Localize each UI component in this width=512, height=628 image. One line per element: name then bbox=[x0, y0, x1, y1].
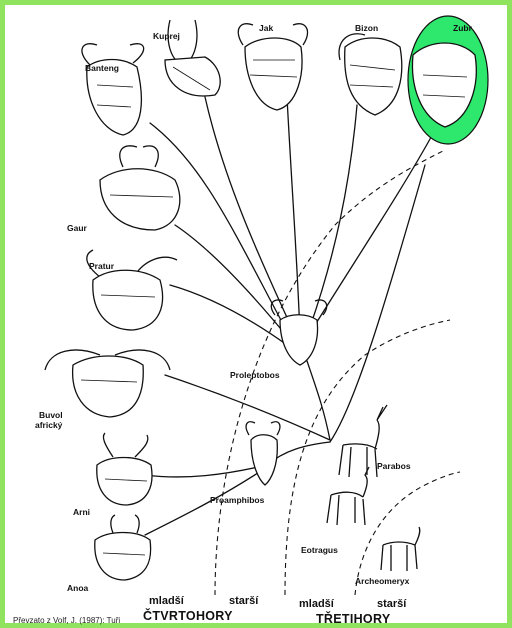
label-proamphibos: Proamphibos bbox=[210, 495, 264, 505]
banteng-head-illustration bbox=[82, 44, 144, 135]
arni-head-illustration bbox=[97, 433, 152, 505]
branch-kuprej bbox=[205, 97, 295, 335]
label-anoa: Anoa bbox=[67, 583, 88, 593]
branch-main-trunk bbox=[330, 165, 425, 442]
era-label-ctvrtohory: ČTVRTOHORY bbox=[143, 609, 233, 623]
label-buvol-line1: Buvol bbox=[39, 410, 63, 420]
jak-head-illustration bbox=[238, 24, 307, 110]
label-jak: Jak bbox=[259, 23, 273, 33]
bizon-head-illustration bbox=[339, 34, 402, 115]
label-arni: Arni bbox=[73, 507, 90, 517]
label-gaur: Gaur bbox=[67, 223, 87, 233]
proamphibos-skull-illustration bbox=[246, 422, 280, 485]
label-kuprej: Kuprej bbox=[153, 31, 180, 41]
label-buvol-line2: africký bbox=[35, 420, 62, 430]
label-zubr: Zubr bbox=[453, 23, 472, 33]
branch-gaur bbox=[175, 225, 290, 340]
branch-buvol bbox=[165, 375, 330, 440]
label-bizon: Bizon bbox=[355, 23, 378, 33]
eotragus-animal-illustration bbox=[327, 467, 369, 525]
branch-arni bbox=[145, 465, 267, 477]
label-banteng: Banteng bbox=[85, 63, 119, 73]
source-credit: Převzato z Volf, J. (1987): Tuři bbox=[13, 616, 120, 625]
label-archeomeryx: Archeomeryx bbox=[355, 576, 409, 586]
zubr-head-illustration bbox=[408, 16, 488, 144]
label-parabos: Parabos bbox=[377, 461, 411, 471]
archeomeryx-animal-illustration bbox=[381, 527, 420, 571]
branch-jak bbox=[287, 97, 300, 335]
label-eotragus: Eotragus bbox=[301, 545, 338, 555]
anoa-head-illustration bbox=[95, 515, 151, 580]
era-label-mladsi-quaternary: mladší bbox=[149, 595, 184, 607]
era-label-mladsi-tertiary: mladší bbox=[299, 598, 334, 610]
era-label-tretihory: TŘETIHORY bbox=[316, 612, 390, 626]
phylogeny-tree bbox=[5, 5, 507, 623]
era-label-starsi-tertiary: starší bbox=[377, 598, 406, 610]
era-label-starsi-quaternary: starší bbox=[229, 595, 258, 607]
branch-zubr bbox=[315, 130, 435, 325]
gaur-head-illustration bbox=[100, 146, 180, 230]
label-pratur: Pratur bbox=[89, 261, 114, 271]
buvol-africky-head-illustration bbox=[45, 350, 170, 417]
branch-proleptobos bbox=[305, 355, 330, 440]
label-proleptobos: Proleptobos bbox=[230, 370, 280, 380]
branch-bizon bbox=[310, 105, 357, 327]
